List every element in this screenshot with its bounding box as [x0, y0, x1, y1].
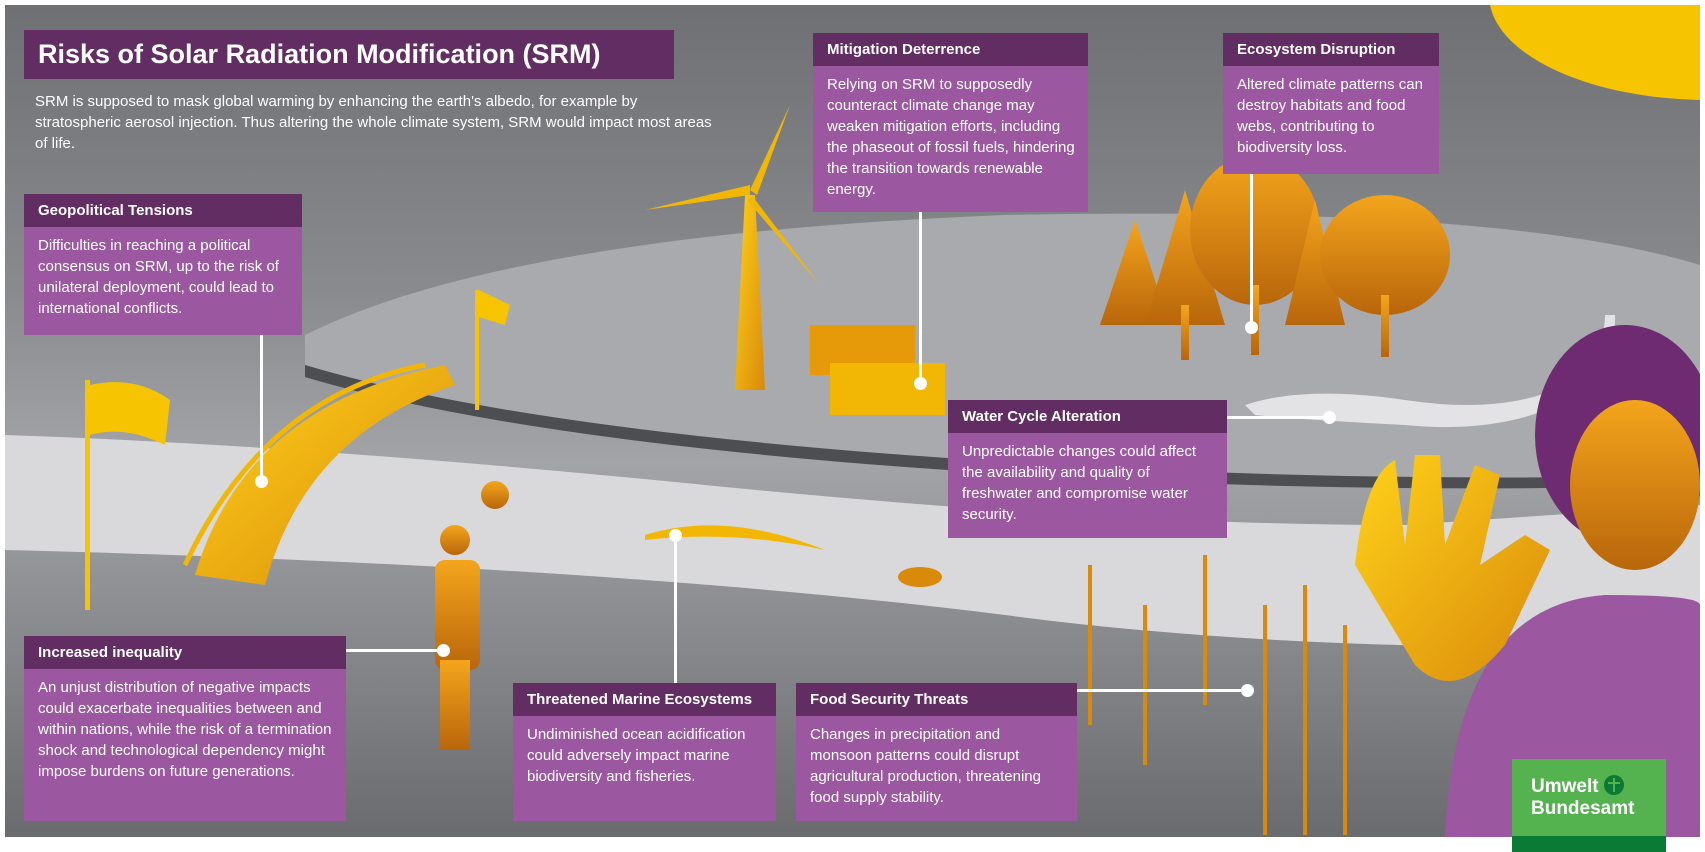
card-text: Difficulties in reaching a political con… — [38, 237, 279, 317]
connector-geopolitical — [260, 335, 263, 481]
marker-person — [437, 644, 450, 657]
connector-inequality — [345, 649, 443, 652]
umweltbundesamt-logo: Umwelt Bundesamt — [1512, 759, 1666, 837]
logo-band — [1512, 836, 1666, 852]
logo-figure-icon — [1603, 775, 1624, 795]
card-title: Geopolitical Tensions — [24, 194, 302, 227]
sun — [1490, 5, 1700, 100]
card-text: Relying on SRM to supposedly counteract … — [827, 76, 1075, 198]
marker-crops — [1241, 684, 1254, 697]
bridge — [182, 362, 455, 585]
crops — [1088, 555, 1347, 835]
river — [5, 435, 1700, 647]
card-geopolitical-tensions: Geopolitical Tensions Difficulties in re… — [24, 194, 302, 335]
card-title: Water Cycle Alteration — [948, 400, 1227, 433]
card-title: Food Security Threats — [796, 683, 1077, 716]
card-text: Altered climate patterns can destroy hab… — [1237, 76, 1423, 156]
card-text: An unjust distribution of negative impac… — [38, 679, 332, 780]
card-water-cycle-alteration: Water Cycle Alteration Unpredictable cha… — [948, 400, 1227, 538]
card-title: Increased inequality — [24, 636, 346, 669]
logo-line1: Umwelt — [1531, 776, 1599, 797]
connector-water — [1225, 416, 1329, 419]
card-text: Changes in precipitation and monsoon pat… — [810, 726, 1041, 806]
intro-text: SRM is supposed to mask global warming b… — [35, 93, 712, 152]
marker-forest — [1245, 321, 1258, 334]
connector-food — [1075, 689, 1247, 692]
card-text: Unpredictable changes could affect the a… — [962, 443, 1197, 523]
stream — [1245, 315, 1616, 428]
card-mitigation-deterrence: Mitigation Deterrence Relying on SRM to … — [813, 33, 1088, 212]
illustration — [5, 5, 1700, 837]
person-with-child — [435, 481, 509, 750]
page-title: Risks of Solar Radiation Modification (S… — [24, 30, 674, 79]
wind-turbine — [645, 105, 820, 390]
card-title: Threatened Marine Ecosystems — [513, 683, 776, 716]
marker-solar — [914, 377, 927, 390]
marker-dolphin — [669, 529, 682, 542]
logo-line2: Bundesamt — [1531, 798, 1635, 819]
card-increased-inequality: Increased inequality An unjust distribut… — [24, 636, 346, 821]
dolphin — [645, 525, 825, 550]
card-food-security-threats: Food Security Threats Changes in precipi… — [796, 683, 1077, 821]
connector-mitigation — [919, 212, 922, 383]
turtle — [898, 567, 942, 587]
card-title: Ecosystem Disruption — [1223, 33, 1439, 66]
card-text: Undiminished ocean acidification could a… — [527, 726, 746, 785]
connector-ecosystem — [1250, 174, 1253, 326]
card-threatened-marine-ecosystems: Threatened Marine Ecosystems Undiminishe… — [513, 683, 776, 821]
connector-marine — [674, 535, 677, 685]
flags — [85, 290, 510, 610]
card-title: Mitigation Deterrence — [813, 33, 1088, 66]
solar-panels — [810, 325, 945, 415]
card-ecosystem-disruption: Ecosystem Disruption Altered climate pat… — [1223, 33, 1439, 174]
marker-water — [1323, 411, 1336, 424]
trees — [1100, 155, 1450, 360]
marker-bridge — [255, 475, 268, 488]
infographic-scene: Risks of Solar Radiation Modification (S… — [5, 5, 1700, 837]
